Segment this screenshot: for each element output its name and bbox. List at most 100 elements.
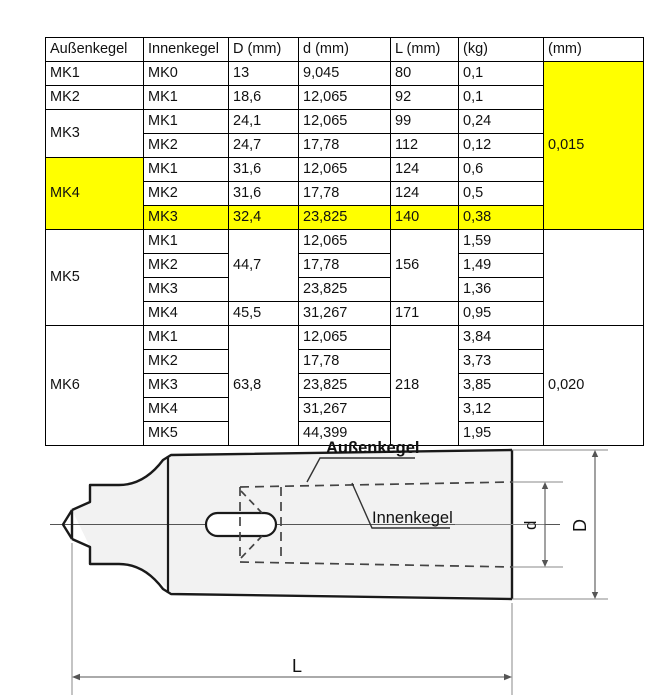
cell-L: 124 [390, 157, 459, 182]
label-innenkegel: Innenkegel [372, 509, 453, 527]
cell-L: 99 [390, 109, 459, 134]
cell-D: 45,5 [228, 301, 299, 326]
cell-L: 80 [390, 61, 459, 86]
morse-taper-spec-table: Außenkegel Innenkegel D (mm) d (mm) L (m… [45, 37, 644, 446]
cell-weight: 1,49 [458, 253, 544, 278]
cell-weight: 0,24 [458, 109, 544, 134]
cell-D: 31,6 [228, 181, 299, 206]
cell-D: 13 [228, 61, 299, 86]
cell-innenkegel: MK1 [143, 85, 229, 110]
table-row: MK3 MK1 24,1 12,065 99 0,24 [45, 109, 644, 158]
cell-innenkegel: MK5 [143, 421, 229, 446]
cell-d: 31,267 [298, 397, 391, 422]
inner-taper-hidden-top [239, 481, 513, 488]
cell-innenkegel: MK1 [143, 157, 229, 182]
cell-L: 156 [390, 229, 459, 302]
label-aussenkegel: Außenkegel [326, 439, 420, 457]
header-L: L (mm) [390, 37, 459, 62]
cell-aussenkegel: MK3 [45, 109, 144, 158]
inner-taper-hidden-diag-top [240, 490, 263, 514]
cell-d: 23,825 [298, 373, 391, 398]
taper-top-profile [71, 448, 513, 512]
cell-D: 18,6 [228, 85, 299, 110]
innenkegel-leader-line [351, 482, 450, 529]
cell-weight: 3,73 [458, 349, 544, 374]
cell-weight: 3,12 [458, 397, 544, 422]
cell-L: 140 [390, 205, 459, 230]
table-row: MK3 23,825 3,85 [46, 373, 644, 398]
table-row: MK2 MK1 18,6 12,065 92 0,1 [45, 85, 644, 110]
dim-arrow-D-top [591, 450, 599, 457]
table-row: MK5 MK1 44,7 12,065 156 1,59 [45, 229, 644, 326]
cell-d: 17,78 [298, 133, 391, 158]
cell-D: 24,1 [228, 109, 299, 134]
table-row: MK4 45,5 31,267 171 0,95 [46, 301, 644, 326]
cell-tolerance-blank [543, 229, 644, 326]
cell-L: 171 [390, 301, 459, 326]
cell-weight: 0,5 [458, 181, 544, 206]
dim-arrow-L-left [72, 673, 80, 681]
keyway-slot [204, 511, 278, 538]
cell-weight: 1,59 [458, 229, 544, 254]
cell-d: 31,267 [298, 301, 391, 326]
cell-innenkegel: MK0 [143, 61, 229, 86]
dim-arrow-D-bottom [591, 592, 599, 599]
cell-d: 17,78 [298, 349, 391, 374]
cell-d: 12,065 [298, 229, 391, 254]
cell-weight: 0,12 [458, 133, 544, 158]
cell-innenkegel: MK4 [143, 301, 229, 326]
cell-d: 23,825 [298, 277, 391, 302]
inner-taper-hidden-bottom [239, 561, 513, 568]
cell-aussenkegel: MK5 [45, 229, 144, 326]
cell-d: 23,825 [298, 205, 391, 230]
cell-D: 63,8 [228, 325, 299, 446]
cell-aussenkegel: MK2 [45, 85, 144, 110]
cell-L: 112 [390, 133, 459, 158]
cell-tolerance-group-b: 0,020 [543, 325, 644, 446]
cell-d: 12,065 [298, 157, 391, 182]
table-header-row: Außenkegel Innenkegel D (mm) d (mm) L (m… [45, 37, 644, 62]
table-row: MK2 24,7 17,78 112 0,12 [46, 133, 644, 158]
cell-d: 12,065 [298, 85, 391, 110]
cell-weight: 3,84 [458, 325, 544, 350]
cell-weight: 1,36 [458, 277, 544, 302]
dim-arrow-d-top [541, 482, 549, 489]
cell-tolerance-group-a: 0,015 [543, 61, 644, 230]
label-L-length: L [292, 656, 302, 676]
cell-weight: 0,38 [458, 205, 544, 230]
cell-innenkegel: MK3 [143, 277, 229, 302]
cell-weight: 0,6 [458, 157, 544, 182]
table-row: MK4 MK1 31,6 12,065 124 0,6 [45, 157, 644, 230]
cell-D: 31,6 [228, 157, 299, 182]
header-innenkegel: Innenkegel [143, 37, 229, 62]
cell-weight: 3,85 [458, 373, 544, 398]
header-d: d (mm) [298, 37, 391, 62]
inner-taper-hidden-diag-bottom [240, 535, 263, 559]
cell-weight: 0,1 [458, 61, 544, 86]
label-d-diameter: d [521, 521, 540, 530]
header-D: D (mm) [228, 37, 299, 62]
cell-innenkegel: MK2 [143, 181, 229, 206]
cell-d: 12,065 [298, 325, 391, 350]
cell-weight: 0,95 [458, 301, 544, 326]
cell-innenkegel: MK2 [143, 253, 229, 278]
table-row: MK1 MK0 13 9,045 80 0,1 0,015 [45, 61, 644, 230]
table-row: MK5 44,399 1,95 [46, 421, 644, 446]
cell-innenkegel: MK3 [143, 373, 229, 398]
dim-arrow-L-right [504, 673, 512, 681]
cell-innenkegel: MK1 [143, 229, 229, 254]
cell-L: 124 [390, 181, 459, 206]
table-row-selected: MK3 32,4 23,825 140 0,38 [46, 205, 644, 230]
cell-innenkegel: MK4 [143, 397, 229, 422]
cell-innenkegel: MK1 [143, 109, 229, 134]
label-D-diameter: D [570, 519, 590, 532]
cell-L: 218 [390, 325, 459, 446]
header-aussenkegel: Außenkegel [45, 37, 144, 62]
cell-aussenkegel-highlighted: MK4 [45, 157, 144, 230]
cell-D: 24,7 [228, 133, 299, 158]
cell-innenkegel: MK3 [143, 205, 229, 230]
cell-innenkegel: MK2 [143, 349, 229, 374]
cell-aussenkegel: MK1 [45, 61, 144, 86]
cell-L: 92 [390, 85, 459, 110]
cell-d: 17,78 [298, 253, 391, 278]
